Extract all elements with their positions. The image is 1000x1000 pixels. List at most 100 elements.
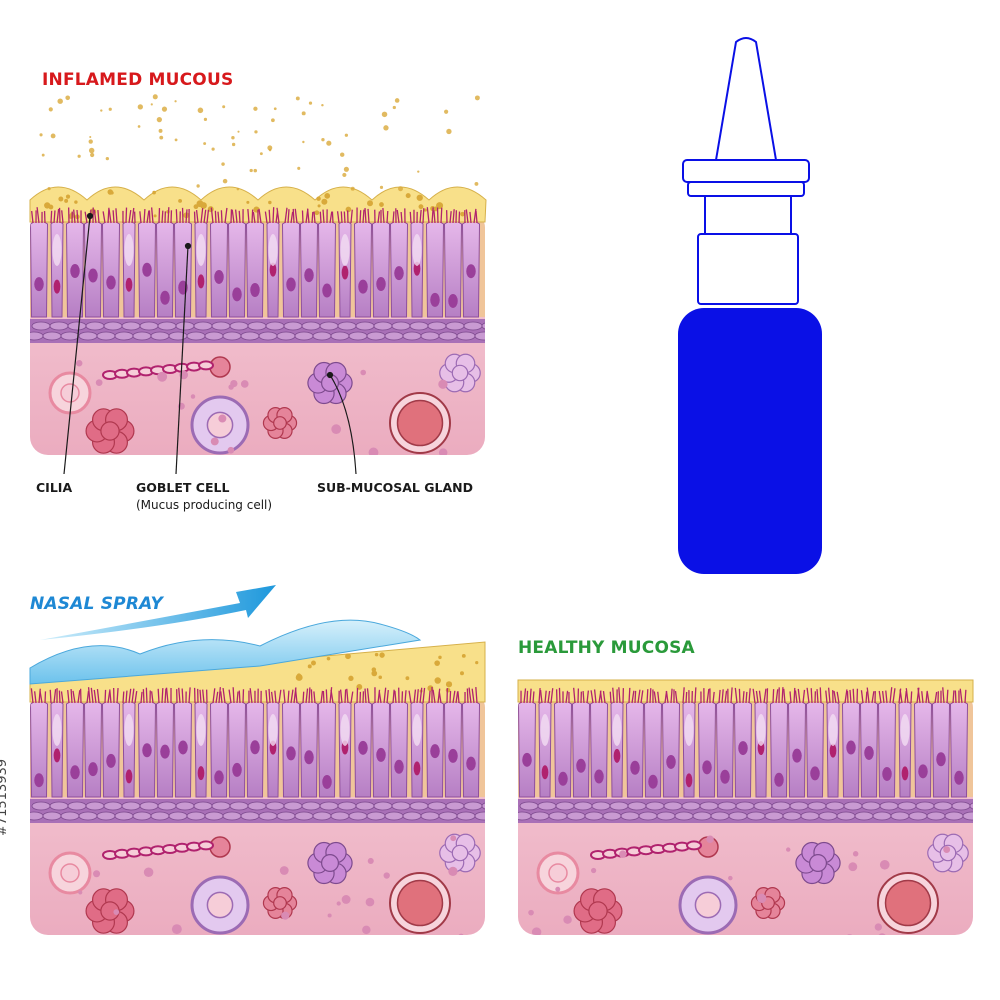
goblet-vacuole [340, 234, 350, 266]
cell-nucleus [376, 277, 386, 292]
cell-nucleus [341, 265, 349, 280]
submucosal-gland [307, 841, 353, 885]
epithelial-cell [281, 220, 301, 318]
epithelial-cell [697, 700, 717, 798]
cilia [520, 687, 967, 704]
epithelial-cell [101, 220, 121, 318]
cell-nucleus [522, 752, 532, 767]
epithelial-cell [371, 220, 391, 318]
goblet-vacuole [412, 714, 422, 746]
cell-nucleus [106, 753, 116, 768]
epithelial-cell [101, 700, 121, 798]
cell-nucleus [53, 279, 61, 294]
epithelial-cell [913, 700, 933, 798]
epithelial-cell [931, 700, 951, 798]
cell-nucleus [413, 761, 421, 776]
epithelial-cell [227, 700, 247, 798]
cell-nucleus [142, 262, 152, 277]
capillary-chain [102, 840, 214, 860]
submucosal-gland [439, 833, 481, 873]
cell-nucleus [178, 740, 188, 755]
cell-nucleus [358, 740, 368, 755]
cell-nucleus [413, 261, 421, 276]
cell-nucleus [448, 293, 458, 308]
cell-nucleus [160, 744, 170, 759]
cell-nucleus [448, 748, 458, 763]
stock-image-id: #71513939 [0, 758, 11, 837]
spray-arrow [40, 585, 276, 640]
goblet-vacuole [52, 714, 62, 746]
cell-nucleus [720, 769, 730, 784]
cell-nucleus [685, 773, 693, 788]
cell-nucleus [286, 746, 296, 761]
cilia-label: CILIA [36, 480, 73, 495]
cell-nucleus [197, 766, 205, 781]
submucosal-gland [573, 888, 623, 934]
cell-nucleus [774, 772, 784, 787]
cell-nucleus [34, 277, 44, 292]
cell-nucleus [197, 274, 205, 289]
goblet-cell-sublabel: (Mucus producing cell) [136, 498, 273, 512]
epithelial-cell [299, 700, 319, 798]
cell-nucleus [882, 766, 892, 781]
goblet-vacuole [124, 234, 134, 266]
cell-nucleus [269, 262, 277, 277]
cell-nucleus [829, 743, 837, 758]
cilia [30, 687, 478, 704]
cell-nucleus [936, 752, 946, 767]
bottle-neck [704, 195, 792, 235]
cell-nucleus [304, 750, 314, 765]
epithelial-cell [625, 700, 645, 798]
cell-nucleus [286, 277, 296, 292]
submucosal-gland [307, 361, 353, 405]
cell-nucleus [648, 774, 658, 789]
inflamed-mucosa-panel [29, 186, 487, 455]
cell-nucleus [160, 290, 170, 305]
airborne-particles [39, 94, 480, 192]
cell-nucleus [232, 762, 242, 777]
epithelial-cell [661, 700, 681, 798]
submucosal-gland [439, 353, 481, 393]
cell-nucleus [702, 760, 712, 775]
cell-nucleus [466, 756, 476, 771]
nasal-spray-title: NASAL SPRAY [30, 594, 164, 614]
healthy-mucosa-panel [517, 679, 974, 935]
goblet-vacuole [612, 714, 622, 746]
submucosal-gland [262, 407, 298, 439]
bottle-nozzle [714, 37, 778, 161]
submucosal-gland-label: SUB-MUCOSAL GLAND [317, 480, 473, 495]
cell-nucleus [125, 277, 133, 292]
epithelial-cell [389, 700, 409, 798]
cell-nucleus [613, 748, 621, 763]
cell-nucleus [864, 745, 874, 760]
cell-nucleus [666, 754, 676, 769]
epithelial-cell [805, 700, 825, 798]
healthy-mucosa-title: HEALTHY MUCOSA [518, 638, 695, 658]
goblet-vacuole [900, 714, 910, 746]
submucosal-gland [750, 887, 786, 919]
cell-nucleus [214, 269, 224, 284]
epithelial-cell [877, 700, 897, 798]
cell-nucleus [901, 766, 909, 781]
goblet-vacuole [684, 714, 694, 746]
cilia [31, 207, 478, 224]
cell-nucleus [466, 264, 476, 279]
cell-nucleus [142, 743, 152, 758]
healthy-mucus-layer [517, 679, 974, 703]
goblet-vacuole [268, 234, 278, 266]
cell-nucleus [250, 740, 260, 755]
cell-nucleus [594, 769, 604, 784]
cell-nucleus [394, 266, 404, 281]
goblet-vacuole [540, 714, 550, 746]
submucosal-gland [85, 888, 135, 934]
submucosal-gland [85, 408, 135, 454]
goblet-vacuole [196, 234, 206, 266]
cell-nucleus [558, 771, 568, 786]
goblet-cell-label: GOBLET CELL [136, 480, 230, 495]
cell-nucleus [576, 758, 586, 773]
bottle-body [678, 308, 822, 574]
submucosal-gland [262, 887, 298, 919]
cell-nucleus [250, 283, 260, 298]
cell-nucleus [106, 275, 116, 290]
goblet-vacuole [412, 234, 422, 266]
